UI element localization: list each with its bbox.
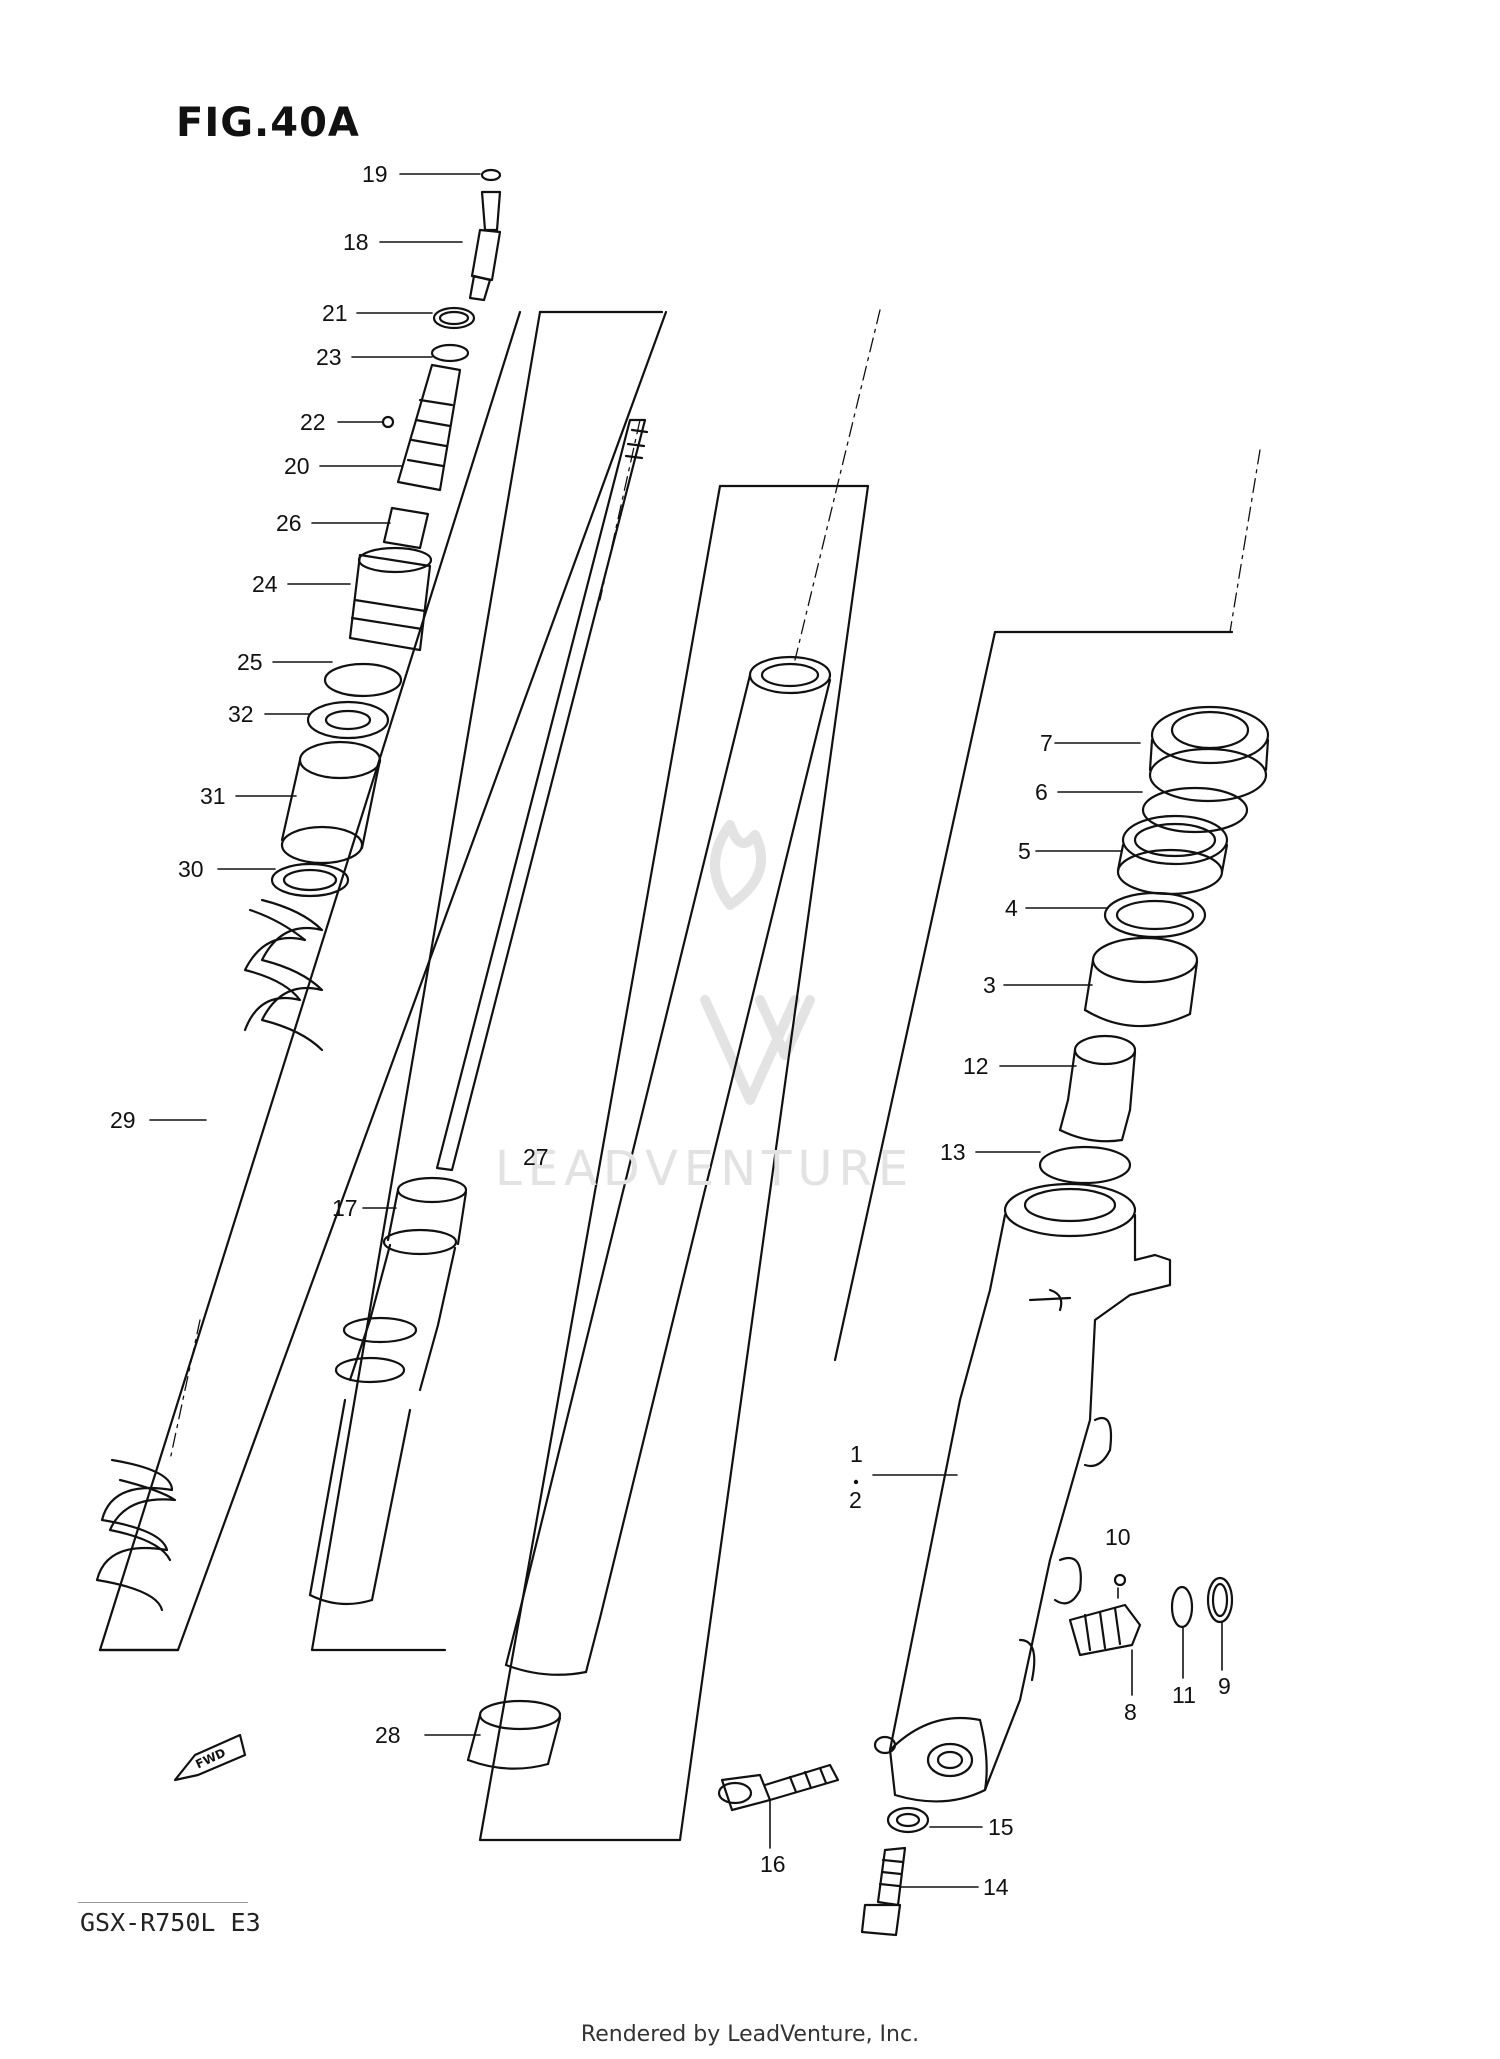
callout-5: 5 (1018, 838, 1031, 864)
part-28-bush (466, 1699, 562, 1770)
watermark-logo (700, 820, 815, 1105)
callout-20: 20 (284, 453, 310, 479)
callout-23: 23 (316, 344, 342, 370)
part-15-washer (886, 1806, 930, 1834)
part-12-oil-lock (1058, 1034, 1137, 1143)
part-21-oring (432, 306, 476, 330)
callout-24: 24 (252, 571, 278, 597)
leader-lines (149, 173, 1223, 1888)
callout-16: 16 (760, 1851, 786, 1877)
part-24-cap-bolt (348, 546, 433, 652)
callout-21: 21 (322, 300, 348, 326)
callout-15: 15 (988, 1814, 1014, 1840)
callout-1: 1 (850, 1441, 863, 1467)
part-9-ring (1206, 1576, 1234, 1624)
callout-10: 10 (1105, 1524, 1131, 1550)
part-30-washer (270, 862, 350, 898)
part-1-2-outer-tube (873, 1182, 1172, 1803)
part-14-allen-bolt (860, 1846, 907, 1937)
callout-2: 2 (849, 1487, 862, 1513)
part-4-washer (1103, 891, 1207, 939)
model-divider (78, 1902, 248, 1903)
part-29-spring-lower (95, 1458, 177, 1612)
part-32-washer (306, 700, 390, 740)
callout-17: 17 (332, 1195, 358, 1221)
callout-12: 12 (963, 1053, 989, 1079)
model-code: GSX-R750L E3 (80, 1908, 261, 1937)
part-5-oil-seal (1116, 814, 1229, 896)
callout-27: 27 (523, 1144, 549, 1170)
callout-25: 25 (237, 649, 263, 675)
callout-22: 22 (300, 409, 326, 435)
part-26-collar (382, 506, 430, 550)
part-6-clip (1141, 786, 1249, 834)
callout-32: 32 (228, 701, 254, 727)
callout-31: 31 (200, 783, 226, 809)
callout-18: 18 (343, 229, 369, 255)
callout-9: 9 (1218, 1673, 1231, 1699)
part-8-bleeder (1068, 1603, 1142, 1657)
part-29-spring-upper (243, 898, 324, 1052)
part-20-adjuster (396, 363, 462, 492)
part-19-washer (480, 168, 502, 182)
part-16-bolt (717, 1763, 840, 1812)
callout-11: 11 (1172, 1682, 1196, 1708)
part-11-ring (1170, 1585, 1194, 1629)
part-13-gasket (1038, 1145, 1132, 1185)
part-10-ball (1113, 1573, 1127, 1587)
bracket-rod (310, 310, 542, 1652)
callout-28: 28 (375, 1722, 401, 1748)
callout-30: 30 (178, 856, 204, 882)
part-18-needle (468, 190, 502, 302)
callout-numbers: 19 18 21 23 22 20 26 24 25 32 31 30 29 1… (110, 161, 1231, 1900)
part-27-damper-rod (435, 418, 649, 1172)
part-31-spacer (280, 740, 382, 865)
callout-7: 7 (1040, 730, 1053, 756)
part-inner-tube (504, 655, 832, 1676)
callout-4: 4 (1005, 895, 1018, 921)
part-22-ball (381, 415, 395, 429)
callout-8: 8 (1124, 1699, 1137, 1725)
callout-29: 29 (110, 1107, 136, 1133)
part-23-ring (430, 343, 470, 363)
callout-6: 6 (1035, 779, 1048, 805)
callout-3: 3 (983, 972, 996, 998)
part-3-bush (1083, 936, 1199, 1028)
fwd-label: FWD (193, 1746, 227, 1772)
part-25-oring (323, 662, 403, 698)
render-credit: Rendered by LeadVenture, Inc. (580, 2022, 920, 2047)
part-7-dust-seal (1148, 705, 1270, 803)
figure-title: FIG.40A (176, 100, 360, 146)
callout-26: 26 (276, 510, 302, 536)
callout-14: 14 (983, 1874, 1009, 1900)
part-17-cylinder (308, 1176, 468, 1606)
callout-13: 13 (940, 1139, 966, 1165)
callout-19: 19 (362, 161, 388, 187)
bracket-left-assembly (98, 310, 668, 1652)
callout-separator-dot (853, 1479, 859, 1485)
fwd-arrow-icon (173, 1733, 247, 1782)
bracket-outer-tube (833, 630, 1234, 1362)
watermark-text: LEADVENTURE (495, 1141, 914, 1197)
